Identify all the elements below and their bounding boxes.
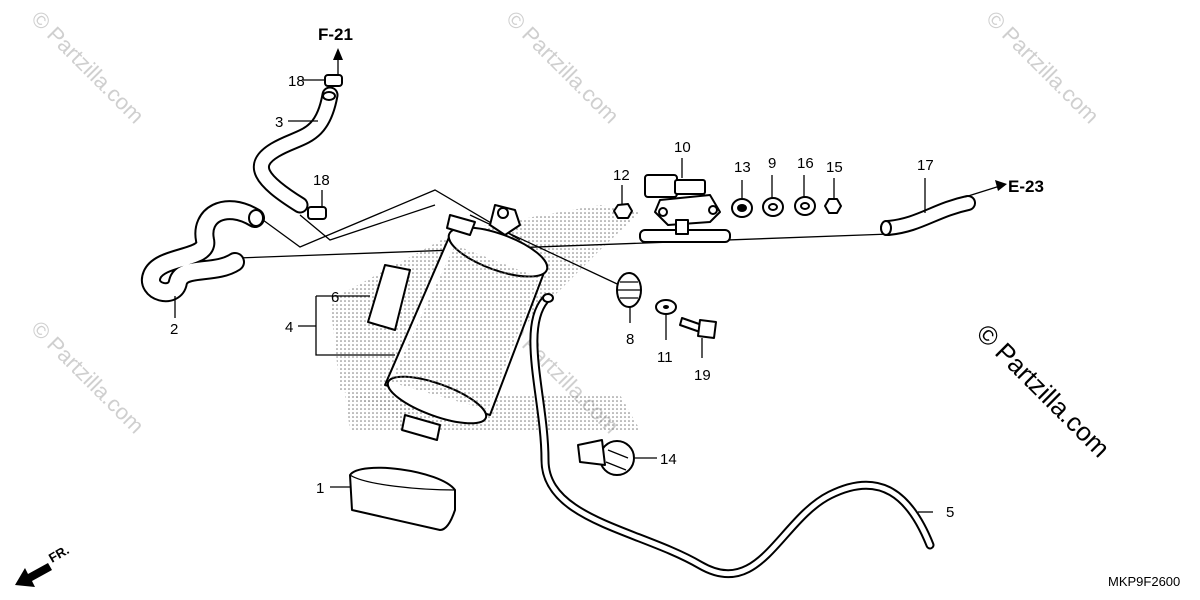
callout-15: 15 [826, 159, 843, 176]
part-9-washer[interactable] [762, 197, 784, 217]
callout-4: 4 [285, 319, 293, 336]
callout-18: 18 [288, 73, 305, 90]
part-18-upper-clamp[interactable] [324, 74, 343, 87]
reference-labels: F-21 E-23 FR. MKP9F2600 [46, 25, 1180, 589]
callout-2: 2 [170, 321, 178, 338]
callout-19: 19 [694, 367, 711, 384]
part-18-lower-clamp[interactable] [307, 206, 327, 220]
callout-8: 8 [626, 331, 634, 348]
ref-fr: FR. [46, 542, 72, 565]
part-5-hose[interactable] [529, 293, 935, 579]
direction-arrows [15, 48, 1007, 587]
ref-f21: F-21 [318, 25, 353, 44]
part-6-label[interactable] [367, 264, 411, 331]
watermark-text: © Partzilla.com [981, 6, 1104, 129]
part-19-bolt[interactable] [679, 317, 717, 339]
part-17-hose[interactable] [880, 195, 976, 236]
callout-1: 1 [316, 480, 324, 497]
callout-16: 16 [797, 155, 814, 172]
part-3-hose[interactable] [253, 86, 339, 214]
watermark-text: © Partzilla.com [26, 316, 149, 439]
part-14-clip[interactable] [577, 439, 635, 476]
part-15-nut[interactable] [824, 198, 842, 214]
callout-12: 12 [613, 167, 630, 184]
part-16-washer[interactable] [794, 196, 816, 216]
watermark-text: © Partzilla.com [501, 6, 624, 129]
part-12-nut[interactable] [613, 203, 633, 219]
callout-13: 13 [734, 159, 751, 176]
callout-18: 18 [313, 172, 330, 189]
callout-10: 10 [674, 139, 691, 156]
callout-14: 14 [660, 451, 677, 468]
watermark-text: © Partzilla.com [26, 6, 149, 129]
part-10-solenoid-valve[interactable] [639, 174, 731, 243]
part-11-washer[interactable] [655, 299, 677, 315]
ref-e23: E-23 [1008, 177, 1044, 196]
callout-3: 3 [275, 114, 283, 131]
callout-labels: 18 3 18 2 6 4 1 10 12 13 9 16 15 17 8 11… [170, 73, 954, 521]
watermark-large-text: © Partzilla.com [971, 318, 1116, 463]
callout-6: 6 [331, 289, 339, 306]
callout-5: 5 [946, 504, 954, 521]
leader-lines [174, 79, 933, 513]
part-1-band[interactable] [349, 466, 456, 531]
part-8-grommet[interactable] [616, 272, 642, 308]
part-2-hose[interactable] [141, 200, 265, 303]
callout-11: 11 [657, 349, 673, 366]
callout-9: 9 [768, 155, 776, 172]
part-13-collar[interactable] [731, 198, 753, 218]
callout-17: 17 [917, 157, 934, 174]
part-4-canister[interactable] [383, 204, 553, 441]
diagram-code: MKP9F2600 [1108, 574, 1180, 589]
